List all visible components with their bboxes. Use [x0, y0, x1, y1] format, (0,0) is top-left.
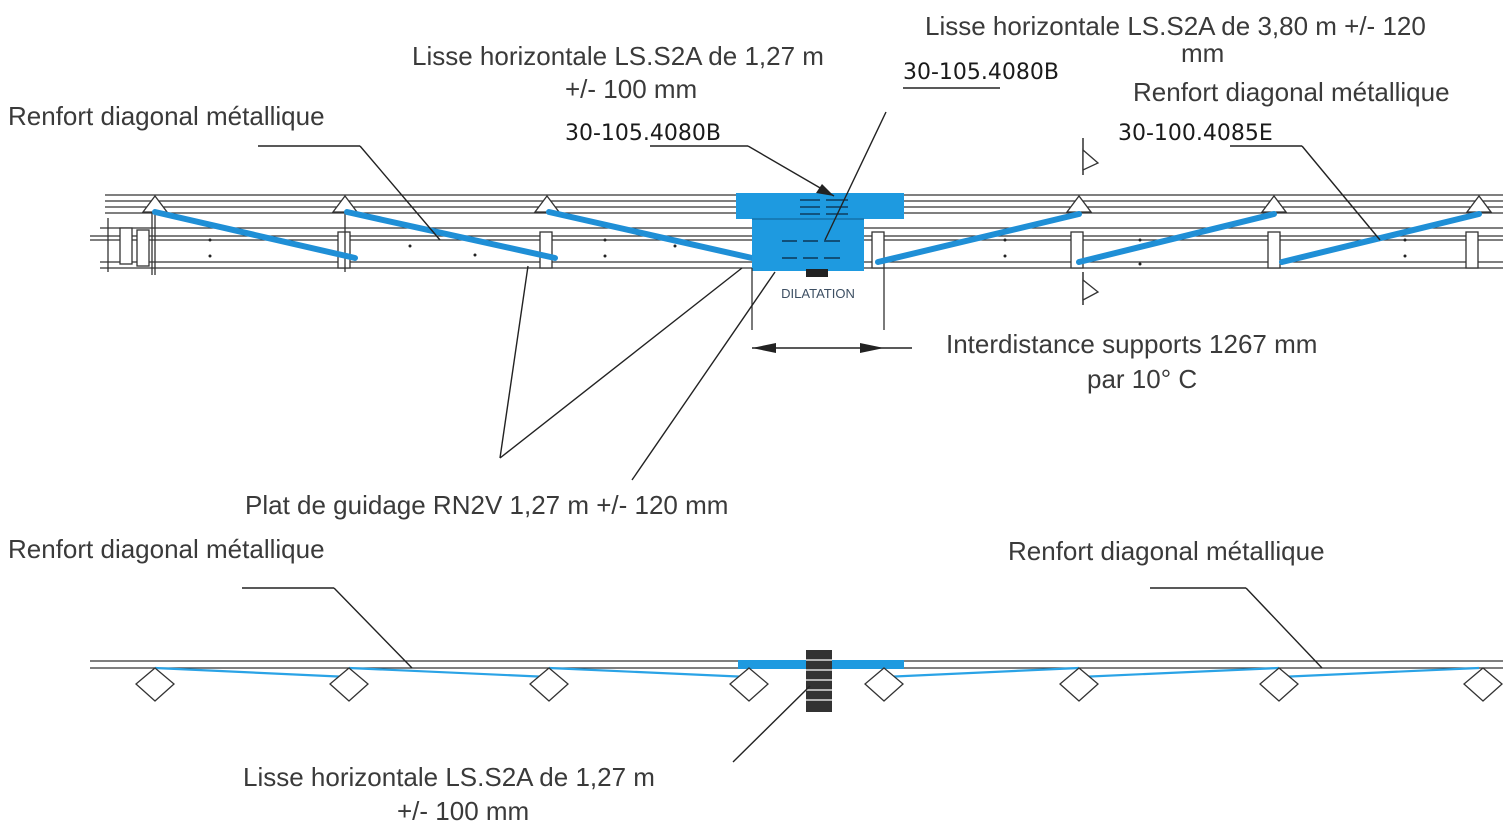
- dilatation-label: DILATATION: [781, 286, 855, 301]
- label-plat-guidage: Plat de guidage RN2V 1,27 m +/- 120 mm: [245, 490, 728, 520]
- bottom-plan-view: [90, 650, 1503, 712]
- dilatation-module: DILATATION: [736, 193, 904, 330]
- support-post: [1260, 194, 1288, 269]
- diagonal-braces: [152, 209, 1482, 265]
- label-lisse-127-bottom-1: Lisse horizontale LS.S2A de 1,27 m: [243, 762, 655, 792]
- label-lisse-127-bottom-2: +/- 100 mm: [397, 796, 529, 825]
- label-interdistance-1: Interdistance supports 1267 mm: [946, 329, 1317, 359]
- top-elevation-view: DILATATION: [90, 138, 1503, 353]
- expansion-plate: [806, 650, 832, 712]
- bottom-braces: [154, 666, 1480, 679]
- label-interdistance-2: par 10° C: [1087, 364, 1197, 394]
- ref-center: 30-105.4080B: [903, 60, 1059, 85]
- label-renfort-bottom-right: Renfort diagonal métallique: [1008, 536, 1325, 566]
- label-renfort-top-right: Renfort diagonal métallique: [1133, 77, 1450, 107]
- label-lisse-127-top-1: Lisse horizontale LS.S2A de 1,27 m: [412, 41, 824, 71]
- rail-dots: [208, 238, 1407, 266]
- ref-left: 30-105.4080B: [565, 121, 721, 146]
- label-lisse-127-top-2: +/- 100 mm: [565, 74, 697, 104]
- leader-lines: [242, 87, 1381, 763]
- bottom-posts: [135, 667, 1503, 702]
- label-renfort-top-left: Renfort diagonal métallique: [8, 101, 325, 131]
- ref-right: 30-100.4085E: [1118, 121, 1273, 146]
- left-end-detail: [107, 200, 153, 275]
- dimension-arrow: [752, 343, 912, 353]
- label-renfort-bottom-left: Renfort diagonal métallique: [8, 534, 325, 564]
- section-marker-a: [1082, 138, 1100, 305]
- support-post: [1465, 194, 1493, 269]
- label-lisse-380: Lisse horizontale LS.S2A de 3,80 m +/- 1…: [925, 11, 1426, 41]
- label-lisse-380-unit: mm: [1181, 38, 1224, 68]
